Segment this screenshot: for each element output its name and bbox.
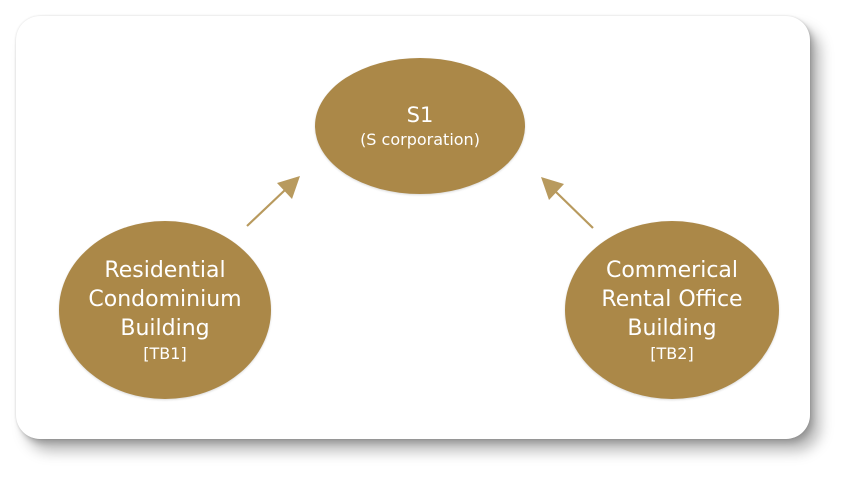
node-s1: S1 (S corporation) <box>315 58 525 194</box>
node-s1-subtitle: (S corporation) <box>360 129 480 149</box>
node-tb2-line3: Building <box>627 315 717 341</box>
node-tb1-line3: Building <box>120 315 210 341</box>
node-tb2-line1: Commerical <box>605 257 739 283</box>
node-tb1-tag: [TB1] <box>143 343 187 363</box>
node-tb1-line2: Condominium <box>88 286 242 312</box>
node-s1-title: S1 <box>406 102 434 127</box>
node-tb2-line2: Rental Office <box>601 286 743 312</box>
node-tb2: Commerical Rental Office Building [TB2] <box>565 221 779 399</box>
node-tb2-tag: [TB2] <box>650 343 694 363</box>
node-tb1-line1: Residential <box>104 257 226 283</box>
node-tb1: Residential Condominium Building [TB1] <box>59 221 271 399</box>
